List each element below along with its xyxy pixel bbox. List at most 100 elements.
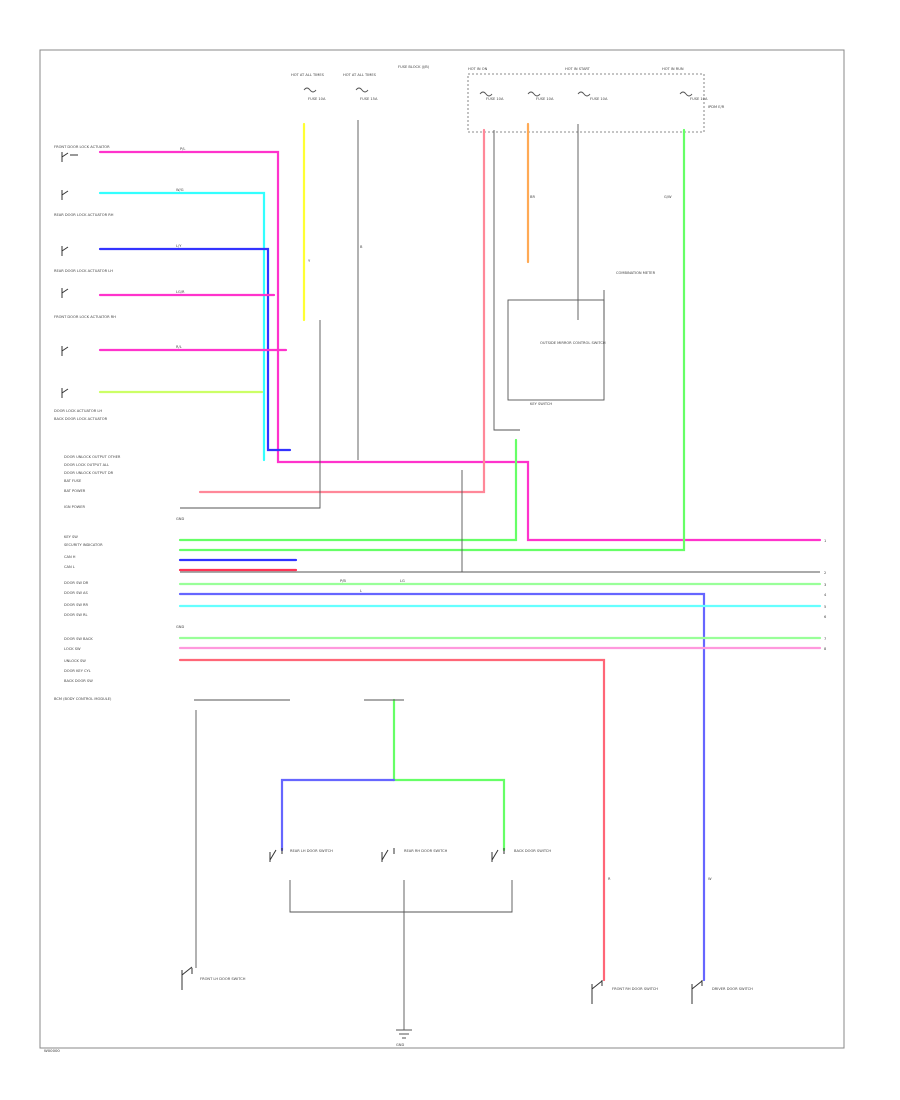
pin-9: SECURITY INDICATOR bbox=[64, 543, 103, 547]
pin-17: DOOR SW BACK bbox=[64, 637, 93, 641]
switch-rear-lh: REAR LH DOOR SWITCH bbox=[269, 848, 333, 862]
wire-code-14: W bbox=[708, 877, 712, 881]
outside-mirror-label: OUTSIDE MIRROR CONTROL SWITCH bbox=[540, 341, 606, 345]
actuator-5: DOOR LOCK ACTUATOR LH bbox=[54, 346, 102, 413]
actuator-label-6: BACK DOOR LOCK ACTUATOR bbox=[54, 417, 108, 421]
pin-12: DOOR SW DR bbox=[64, 581, 89, 585]
pin-8: KEY SW bbox=[64, 535, 78, 539]
wire-green-bottom bbox=[392, 698, 506, 852]
wire-red bbox=[198, 128, 486, 494]
ground-symbol: GND bbox=[396, 1029, 412, 1047]
pin-6: IGN POWER bbox=[64, 505, 85, 509]
switch-label-5: FRONT RH DOOR SWITCH bbox=[612, 987, 658, 991]
diagram-border bbox=[39, 49, 845, 1049]
pin-15: DOOR SW RL bbox=[64, 613, 88, 617]
gray-wiring bbox=[194, 120, 605, 1030]
fuse-label-3: FUSE 10A bbox=[486, 97, 504, 101]
edge-label-2: 2 bbox=[824, 571, 826, 575]
edge-label-1: 1 bbox=[824, 539, 826, 543]
edge-label-8: 8 bbox=[824, 647, 827, 651]
switch-label-6: DRIVER DOOR SWITCH bbox=[712, 987, 753, 991]
wire-code-13: R bbox=[608, 877, 611, 881]
switch-label-4: FRONT LH DOOR SWITCH bbox=[200, 977, 246, 981]
fuse-top-label-3: HOT IN ON bbox=[468, 67, 488, 71]
actuator-label-1: FRONT DOOR LOCK ACTUATOR bbox=[54, 145, 110, 149]
wire-code-11: L bbox=[360, 589, 362, 593]
wire-red-long bbox=[178, 658, 606, 982]
fuse-top-label-5: HOT IN RUN bbox=[662, 67, 684, 71]
wire-code-1: P/L bbox=[180, 147, 185, 151]
switch-front-lh: FRONT LH DOOR SWITCH bbox=[181, 966, 246, 990]
pin-10: CAN H bbox=[64, 555, 76, 559]
right-edge-labels: 1 2 3 4 5 6 7 8 bbox=[824, 539, 827, 651]
wires bbox=[98, 122, 822, 982]
pin-13: DOOR SW AS bbox=[64, 591, 88, 595]
wire-code-12: LG bbox=[400, 579, 405, 583]
actuator-1: FRONT DOOR LOCK ACTUATOR bbox=[54, 145, 110, 162]
pin-2: DOOR LOCK OUTPUT ALL bbox=[64, 463, 109, 467]
pin-7: GND bbox=[176, 517, 184, 521]
wire-code-3: L/Y bbox=[176, 244, 182, 248]
wire-code-8: G/W bbox=[664, 195, 672, 199]
actuator-label-5: DOOR LOCK ACTUATOR LH bbox=[54, 409, 102, 413]
switch-label-2: REAR RH DOOR SWITCH bbox=[404, 849, 448, 853]
actuator-2: REAR DOOR LOCK ACTUATOR RH bbox=[54, 190, 114, 217]
wire-cyan bbox=[98, 191, 266, 462]
pin-18: LOCK SW bbox=[64, 647, 81, 651]
edge-label-4: 4 bbox=[824, 593, 827, 597]
wire-code-2: W/G bbox=[176, 188, 184, 192]
module-label: BCM (BODY CONTROL MODULE) bbox=[54, 697, 112, 701]
wire-green-key bbox=[178, 438, 518, 542]
wire-code-9: B bbox=[360, 245, 363, 249]
module-pin-list: DOOR UNLOCK OUTPUT OTHER DOOR LOCK OUTPU… bbox=[54, 455, 184, 701]
pin-5: BAT POWER bbox=[64, 489, 86, 493]
wire-code-6: Y bbox=[308, 259, 311, 263]
actuator-6: BACK DOOR LOCK ACTUATOR bbox=[54, 388, 108, 421]
fuse-label-2: FUSE 15A bbox=[360, 97, 378, 101]
switch-driver: DRIVER DOOR SWITCH bbox=[691, 980, 753, 1004]
edge-label-3: 3 bbox=[824, 583, 826, 587]
actuator-label-3: REAR DOOR LOCK ACTUATOR LH bbox=[54, 269, 113, 273]
wire-code-5: R/L bbox=[176, 345, 182, 349]
wire-pink-top bbox=[98, 150, 822, 542]
actuator-label-4: FRONT DOOR LOCK ACTUATOR RH bbox=[54, 315, 116, 319]
wire-blue-long bbox=[178, 592, 706, 982]
left-actuators: FRONT DOOR LOCK ACTUATOR REAR DOOR LOCK … bbox=[54, 145, 116, 421]
fuse-block-box bbox=[467, 73, 705, 133]
wire-blue-bottom bbox=[280, 778, 396, 852]
fuse-label-6: FUSE 10A bbox=[690, 97, 708, 101]
fuse-top-label-2: HOT AT ALL TIMES bbox=[343, 73, 377, 77]
bottom-switches: REAR LH DOOR SWITCH REAR RH DOOR SWITCH … bbox=[181, 848, 753, 1004]
fuse-block-area: HOT AT ALL TIMES HOT AT ALL TIMES HOT IN… bbox=[291, 65, 725, 133]
edge-label-5: 5 bbox=[824, 605, 826, 609]
fuse-label-4: FUSE 10A bbox=[536, 97, 554, 101]
edge-label-7: 7 bbox=[824, 637, 826, 641]
fuse-label-1: FUSE 10A bbox=[308, 97, 326, 101]
pin-11: CAN L bbox=[64, 565, 75, 569]
pin-14: DOOR SW RR bbox=[64, 603, 89, 607]
actuator-label-2: REAR DOOR LOCK ACTUATOR RH bbox=[54, 213, 114, 217]
footer-code: W00000 bbox=[44, 1048, 60, 1053]
edge-label-6: 6 bbox=[824, 615, 827, 619]
wire-code-7: BR bbox=[530, 195, 535, 199]
wire-code-10: P/B bbox=[340, 579, 346, 583]
outside-mirror-switch: OUTSIDE MIRROR CONTROL SWITCH KEY SWITCH… bbox=[507, 271, 656, 406]
pin-20: DOOR KEY CYL bbox=[64, 669, 91, 673]
fuse-top-label-4: HOT IN START bbox=[565, 67, 591, 71]
switch-label-3: BACK DOOR SWITCH bbox=[514, 849, 551, 853]
switch-rear-rh: REAR RH DOOR SWITCH bbox=[381, 848, 448, 862]
wire-code-4: LG/R bbox=[176, 290, 185, 294]
switch-label-1: REAR LH DOOR SWITCH bbox=[290, 849, 333, 853]
key-switch-label: KEY SWITCH bbox=[530, 402, 552, 406]
fuse-top-label-1: HOT AT ALL TIMES bbox=[291, 73, 325, 77]
fuse-label-5: FUSE 10A bbox=[590, 97, 608, 101]
pin-3: DOOR UNLOCK OUTPUT DR bbox=[64, 471, 114, 475]
switch-front-rh: FRONT RH DOOR SWITCH bbox=[591, 980, 658, 1004]
pin-16: GND bbox=[176, 625, 184, 629]
pin-4: BAT FUSE bbox=[64, 479, 82, 483]
pin-19: UNLOCK SW bbox=[64, 659, 86, 663]
actuator-3: REAR DOOR LOCK ACTUATOR LH bbox=[54, 246, 113, 273]
wire-lightgreen bbox=[178, 128, 686, 552]
fuse-block-label: FUSE BLOCK (J/B) bbox=[398, 65, 430, 69]
